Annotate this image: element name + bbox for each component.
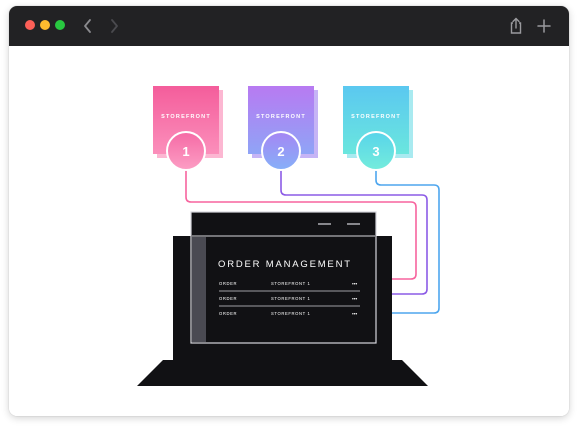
chevron-right-icon[interactable]	[103, 15, 125, 37]
laptop: ORDER MANAGEMENT ORDER STOREFRONT 1 ••• …	[137, 211, 428, 386]
storefront-card-3: STOREFRONT 3	[343, 86, 413, 171]
browser-titlebar	[9, 6, 569, 46]
share-icon[interactable]	[505, 15, 527, 37]
order-management-window	[190, 211, 377, 344]
order-row-2: ORDER STOREFRONT 1 •••	[219, 296, 360, 307]
minimize-window-button[interactable]	[40, 20, 50, 30]
storefront-card-2: STOREFRONT 2	[248, 86, 318, 171]
connection-line-storefront-2	[280, 170, 428, 295]
order-row-1-label: ORDER	[219, 281, 237, 286]
order-row-3: ORDER STOREFRONT 1 •••	[219, 311, 358, 318]
storefront-number-2: 2	[277, 144, 284, 159]
order-row-3-label: ORDER	[219, 311, 237, 316]
storefront-number-1: 1	[182, 144, 189, 159]
page-content: STOREFRONT 1 STOREFRONT 2 STOREFRONT	[9, 46, 569, 416]
order-management-illustration: STOREFRONT 1 STOREFRONT 2 STOREFRONT	[137, 86, 440, 386]
connection-line-storefront-1	[185, 170, 417, 280]
browser-window: STOREFRONT 1 STOREFRONT 2 STOREFRONT	[9, 6, 569, 416]
order-row-1-store: STOREFRONT 1	[271, 281, 310, 286]
order-management-title: ORDER MANAGEMENT	[218, 259, 352, 270]
order-row-1: ORDER STOREFRONT 1 •••	[219, 281, 360, 292]
laptop-base	[137, 360, 428, 386]
storefront-label-3: STOREFRONT	[351, 114, 401, 120]
window-sidebar	[192, 237, 206, 342]
plus-icon[interactable]	[533, 15, 555, 37]
ellipsis-icon[interactable]: •••	[352, 297, 358, 303]
zoom-window-button[interactable]	[55, 20, 65, 30]
close-window-button[interactable]	[25, 20, 35, 30]
ellipsis-icon[interactable]: •••	[352, 312, 358, 318]
storefront-label-1: STOREFRONT	[161, 114, 211, 120]
chevron-left-icon[interactable]	[77, 15, 99, 37]
ellipsis-icon[interactable]: •••	[352, 282, 358, 288]
storefront-number-3: 3	[372, 144, 379, 159]
connection-line-storefront-3	[365, 170, 440, 314]
order-row-2-store: STOREFRONT 1	[271, 296, 310, 301]
order-row-3-store: STOREFRONT 1	[271, 311, 310, 316]
storefront-label-2: STOREFRONT	[256, 114, 306, 120]
storefront-card-1: STOREFRONT 1	[153, 86, 223, 171]
order-row-2-label: ORDER	[219, 296, 237, 301]
